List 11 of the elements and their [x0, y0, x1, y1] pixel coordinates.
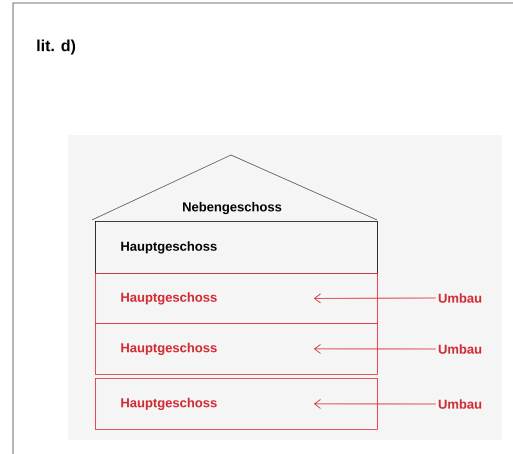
- arrow: [314, 344, 436, 354]
- title: lit. d): [37, 40, 76, 54]
- floor-box: Hauptgeschoss: [95, 273, 378, 324]
- floor-box: Hauptgeschoss: [95, 323, 378, 375]
- floor-box: Hauptgeschoss: [95, 220, 378, 274]
- label-text: Umbau: [438, 293, 482, 303]
- floor-box: Hauptgeschoss: [95, 378, 378, 430]
- arrow: [314, 293, 436, 304]
- arrow: [314, 399, 436, 409]
- label-text: Umbau: [438, 344, 482, 354]
- label-text: Umbau: [438, 399, 482, 409]
